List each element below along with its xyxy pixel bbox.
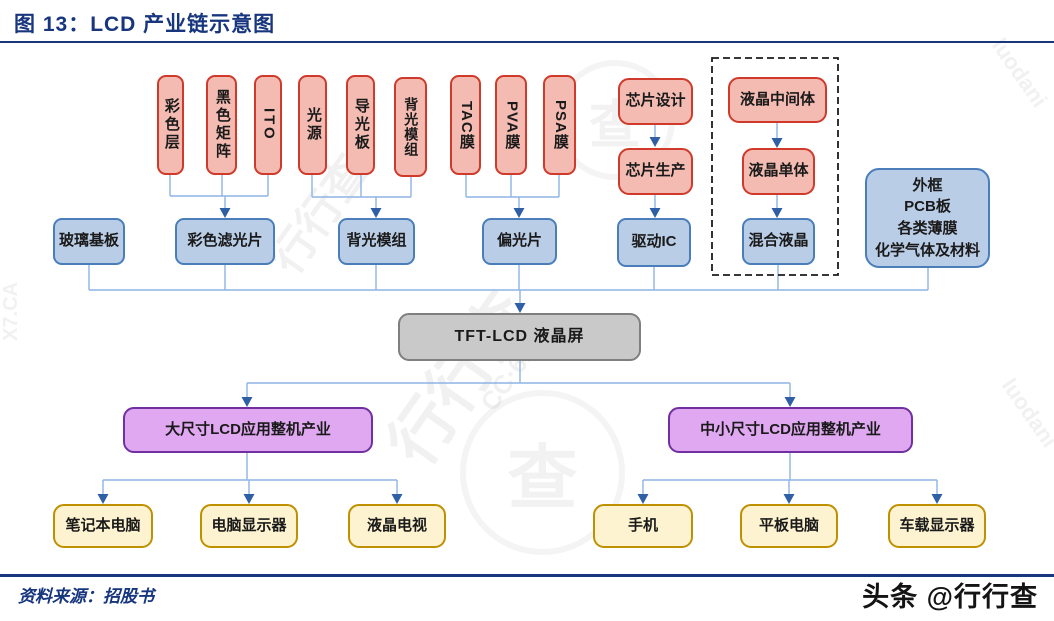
node-tft-lcd-panel: TFT-LCD 液晶屏 bbox=[398, 313, 641, 361]
node-pva-film: PVA膜 bbox=[495, 75, 527, 175]
node-color-layer: 彩色层 bbox=[157, 75, 184, 175]
node-other-materials: 外框 PCB板 各类薄膜 化学气体及材料 bbox=[865, 168, 990, 268]
node-polarizer: 偏光片 bbox=[482, 218, 557, 265]
materials-line: 化学气体及材料 bbox=[874, 241, 980, 259]
footer-rule bbox=[0, 574, 1054, 577]
node-chip-design: 芯片设计 bbox=[618, 78, 693, 125]
node-chip-production: 芯片生产 bbox=[618, 148, 693, 195]
materials-line: 外框 bbox=[912, 176, 943, 194]
source-note: 资料来源：招股书 bbox=[18, 587, 154, 606]
node-driver-ic: 驱动IC bbox=[617, 218, 691, 267]
dashed-group-frame bbox=[711, 57, 839, 276]
node-psa-film: PSA膜 bbox=[543, 75, 576, 175]
materials-line: 各类薄膜 bbox=[897, 220, 958, 237]
node-ito: ITO bbox=[254, 75, 282, 175]
node-backlight-module: 背光模组 bbox=[338, 218, 415, 265]
node-large-size-industry: 大尺寸LCD应用整机产业 bbox=[123, 407, 373, 453]
node-lc-intermediate: 液晶中间体 bbox=[728, 77, 827, 123]
node-glass-substrate: 玻璃基板 bbox=[53, 218, 125, 265]
figure-title: 图 13：LCD 产业链示意图 bbox=[14, 13, 276, 36]
node-lcd-tv: 液晶电视 bbox=[348, 504, 446, 548]
node-mixed-lc: 混合液晶 bbox=[742, 218, 815, 265]
node-light-guide-plate: 导光板 bbox=[346, 75, 375, 175]
materials-line: PCB板 bbox=[904, 198, 951, 216]
node-monitor: 电脑显示器 bbox=[200, 504, 298, 548]
node-notebook: 笔记本电脑 bbox=[53, 504, 153, 548]
node-black-matrix: 黑色矩阵 bbox=[206, 75, 237, 175]
node-light-source: 光源 bbox=[298, 75, 327, 175]
node-lc-monomer: 液晶单体 bbox=[742, 148, 815, 195]
node-tac-film: TAC膜 bbox=[450, 75, 481, 175]
brand-watermark: 头条 @行行查 bbox=[862, 582, 1038, 612]
node-car-display: 车载显示器 bbox=[888, 504, 986, 548]
node-backlight-module-material: 背光模组 bbox=[394, 77, 427, 177]
node-mobile-phone: 手机 bbox=[593, 504, 693, 548]
title-underline bbox=[0, 41, 1054, 43]
node-small-size-industry: 中小尺寸LCD应用整机产业 bbox=[668, 407, 913, 453]
node-tablet: 平板电脑 bbox=[740, 504, 838, 548]
arrowheads bbox=[97, 137, 943, 504]
node-color-filter: 彩色滤光片 bbox=[175, 218, 275, 265]
